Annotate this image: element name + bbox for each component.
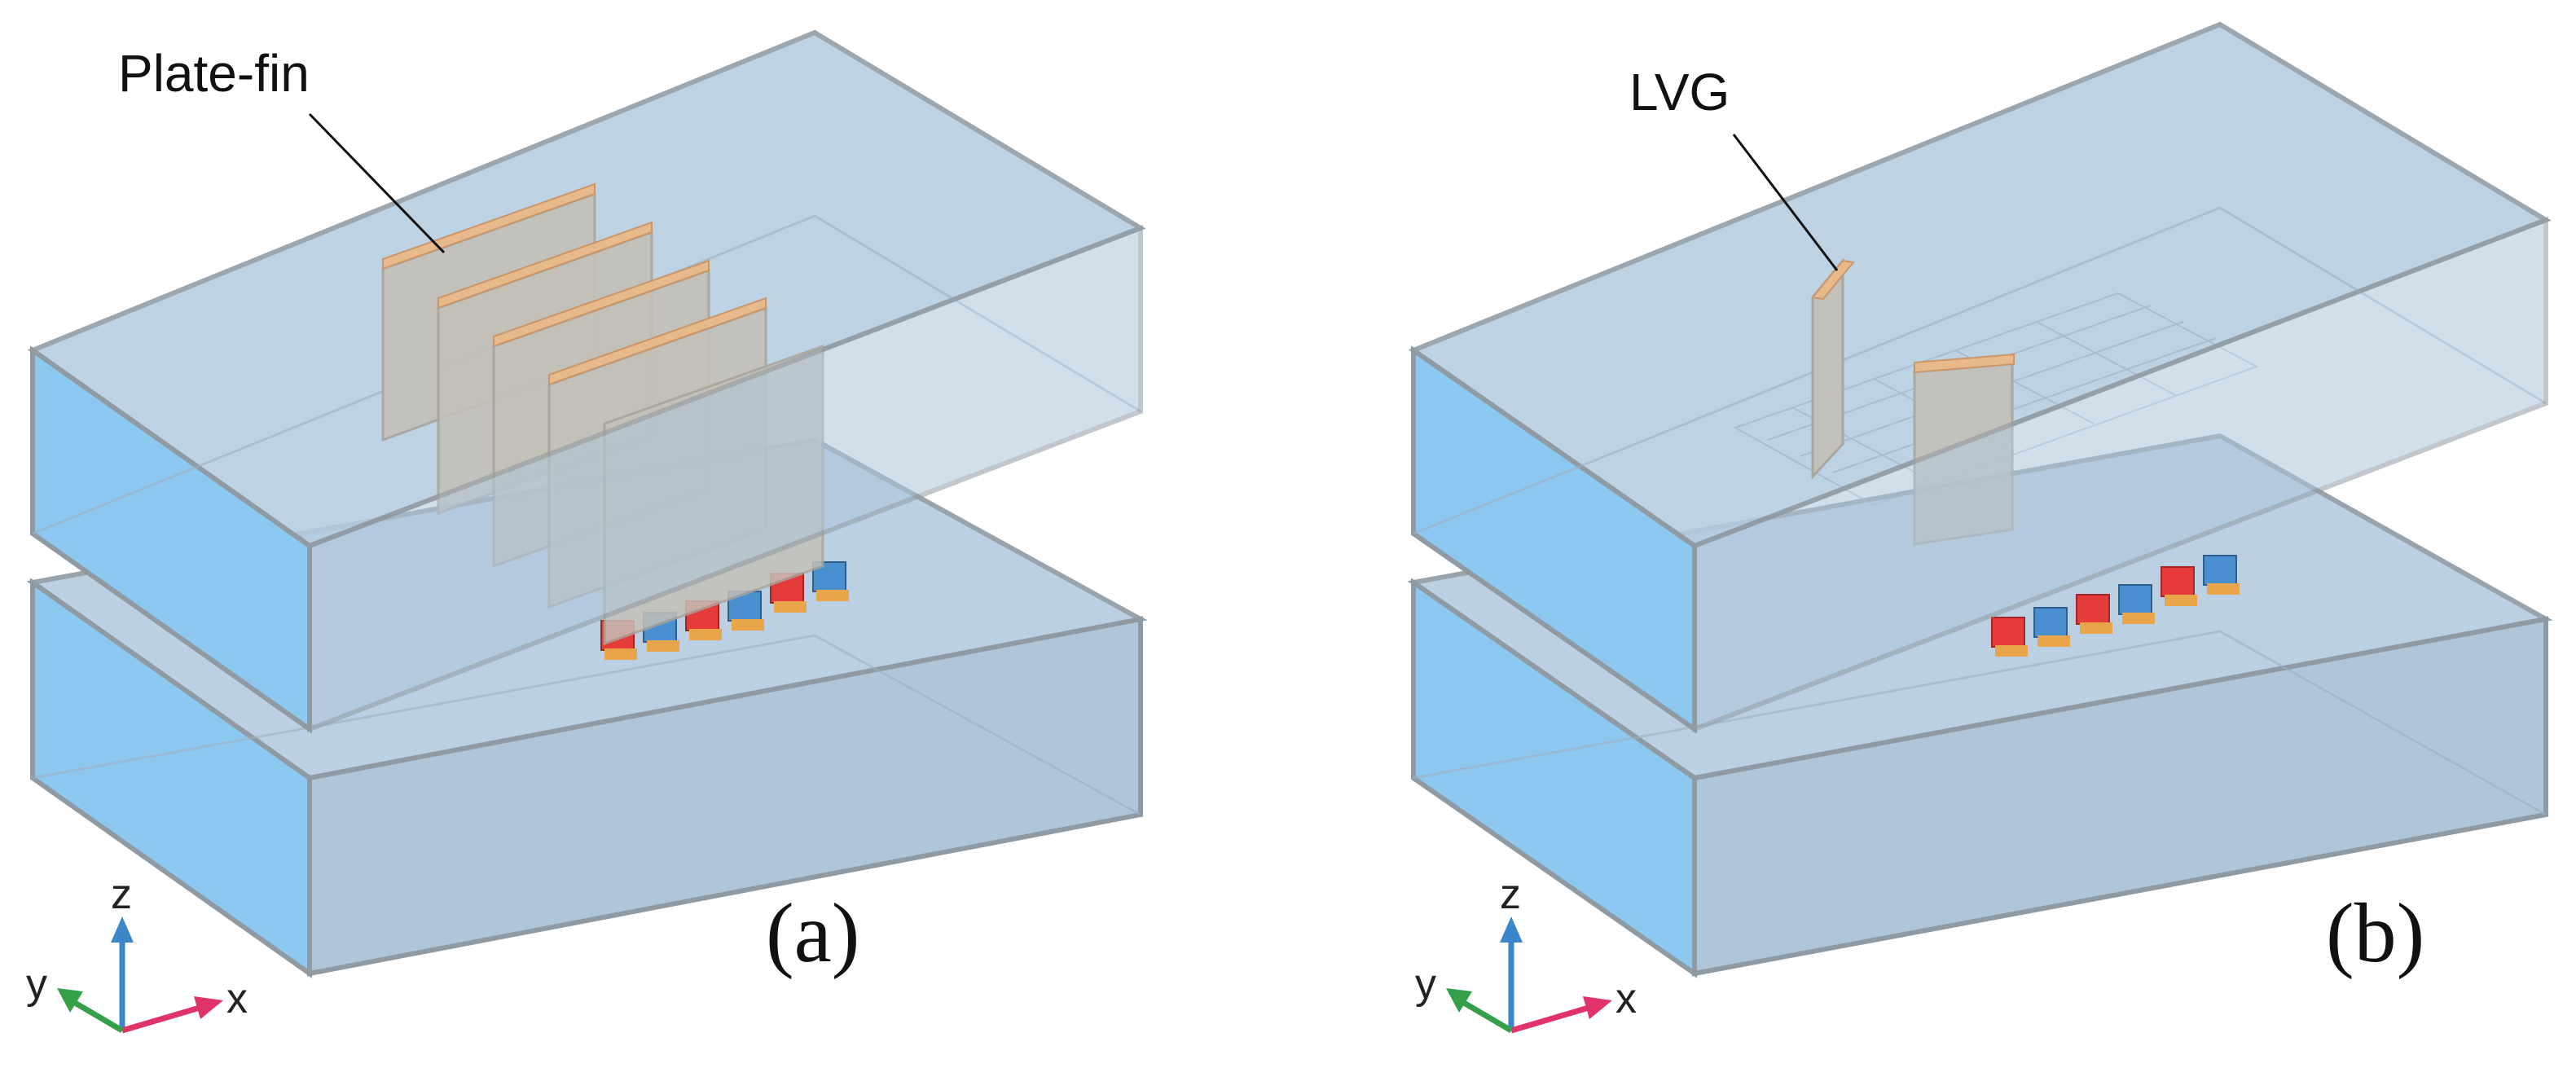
- chip: [2165, 595, 2197, 606]
- z-axis-label: z: [111, 871, 132, 918]
- lower-channel-back-edge: [32, 634, 1141, 816]
- chip: [2207, 583, 2240, 595]
- panel-b: LVG (b): [1407, 21, 2553, 980]
- x-arrowhead-icon: [194, 996, 223, 1019]
- chip: [2122, 613, 2155, 624]
- caption-a: (a): [766, 886, 859, 980]
- z-arrowhead-icon: [111, 916, 134, 943]
- y-axis-icon: [73, 1000, 124, 1034]
- lvg-winglet-top: [1811, 259, 1855, 301]
- upper-channel-b: [1408, 21, 2552, 734]
- chip: [2033, 607, 2068, 638]
- chip: [774, 601, 807, 613]
- lvg-label: LVG: [1629, 63, 1730, 121]
- y-axis-label: y: [26, 960, 47, 1008]
- chip: [647, 640, 679, 652]
- z-axis-label: z: [1500, 871, 1521, 918]
- x-axis-label: x: [226, 975, 248, 1022]
- x-axis-label: x: [1615, 975, 1637, 1022]
- axis-triad-b: z x y: [1415, 871, 1637, 1034]
- y-arrowhead-icon: [57, 988, 83, 1013]
- chip-array-b: [1991, 555, 2240, 657]
- plate-fin-top: [548, 297, 767, 386]
- caption-b: (b): [2326, 886, 2424, 980]
- x-axis-icon: [1510, 1004, 1589, 1034]
- plate-fin-top: [493, 259, 710, 348]
- chip: [604, 648, 637, 660]
- lvg-leader: [1732, 134, 1839, 271]
- chip: [2076, 594, 2110, 625]
- plate-fin-top: [382, 182, 596, 270]
- chip: [732, 619, 764, 631]
- plate-fin-leader: [308, 112, 446, 254]
- lower-channel-back-edge: [1413, 630, 2547, 816]
- x-arrowhead-icon: [1583, 996, 1612, 1019]
- chip: [1995, 645, 2028, 657]
- chip: [2203, 555, 2237, 586]
- z-arrowhead-icon: [1500, 916, 1523, 943]
- y-axis-icon: [1462, 1000, 1513, 1034]
- axis-triad-a: z x y: [26, 871, 248, 1034]
- y-axis-label: y: [1415, 960, 1436, 1008]
- lvg-winglet-top: [1914, 353, 2015, 374]
- chip: [2118, 584, 2152, 615]
- x-axis-icon: [121, 1004, 200, 1034]
- upper-channel-front-face: [1692, 216, 2548, 733]
- chip: [2038, 635, 2070, 647]
- chip: [2080, 622, 2112, 634]
- y-arrowhead-icon: [1446, 988, 1472, 1013]
- mesh-line: [1832, 337, 2217, 473]
- plate-fin-top: [437, 221, 653, 310]
- chip: [2161, 566, 2195, 597]
- chip: [1991, 617, 2025, 648]
- chip: [689, 629, 722, 640]
- plate-fin-label: Plate-fin: [118, 44, 310, 103]
- panel-a: Plate-fin (a): [26, 29, 1148, 980]
- upper-channel-front-face: [307, 224, 1143, 733]
- chip: [816, 590, 849, 601]
